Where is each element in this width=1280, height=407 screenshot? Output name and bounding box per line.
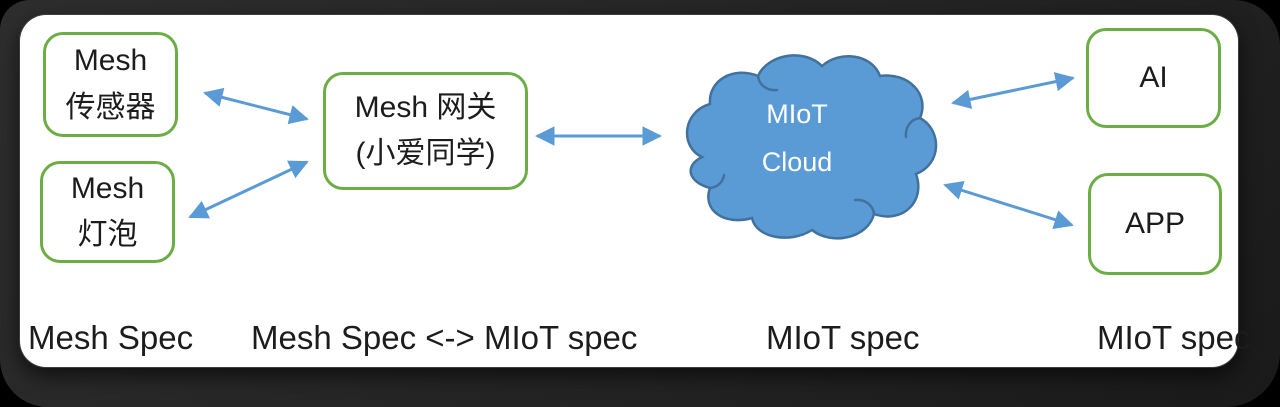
- app-label: APP: [1124, 206, 1186, 240]
- arrows-layer: [188, 72, 1075, 230]
- node-mesh-sensor: Mesh 传感器: [43, 32, 178, 137]
- node-ai: AI: [1086, 28, 1221, 128]
- cloud-label: MIoT Cloud: [672, 90, 922, 186]
- arrow-cloud-ai: [951, 72, 1075, 109]
- mesh-bulb-label-line1: Mesh: [70, 171, 145, 205]
- diagram-panel: Mesh 传感器 Mesh 灯泡 Mesh 网关 (小爱同学) MIoT Clo…: [20, 15, 1251, 367]
- node-mesh-gateway: Mesh 网关 (小爱同学): [323, 72, 528, 190]
- footer-label-client-spec: MIoT spec: [1097, 319, 1251, 356]
- arrow-sensor-gateway: [203, 87, 309, 125]
- footer-label-gateway-spec: Mesh Spec <-> MIoT spec: [251, 319, 638, 356]
- cloud-label-line1: MIoT: [766, 99, 828, 129]
- cloud-label-line2: Cloud: [761, 147, 833, 178]
- arrow-cloud-app: [943, 180, 1074, 230]
- gateway-label-line2: (小爱同学): [355, 137, 496, 170]
- footer-label-mesh-spec: Mesh Spec: [28, 319, 194, 356]
- footer-label-cloud-spec: MIoT spec: [766, 319, 920, 356]
- node-app: APP: [1088, 173, 1222, 275]
- mesh-bulb-label-line2: 灯泡: [77, 218, 138, 251]
- mesh-sensor-label-line1: Mesh: [73, 44, 148, 77]
- ai-label: AI: [1139, 60, 1168, 94]
- node-mesh-bulb: Mesh 灯泡: [40, 161, 175, 263]
- cloud-icon: [685, 54, 938, 240]
- mesh-sensor-label-line2: 传感器: [65, 90, 156, 124]
- gateway-label-line1: Mesh 网关: [354, 90, 497, 124]
- miot-cloud: MIoT Cloud: [672, 42, 948, 242]
- arrow-bulb-gateway: [188, 160, 309, 219]
